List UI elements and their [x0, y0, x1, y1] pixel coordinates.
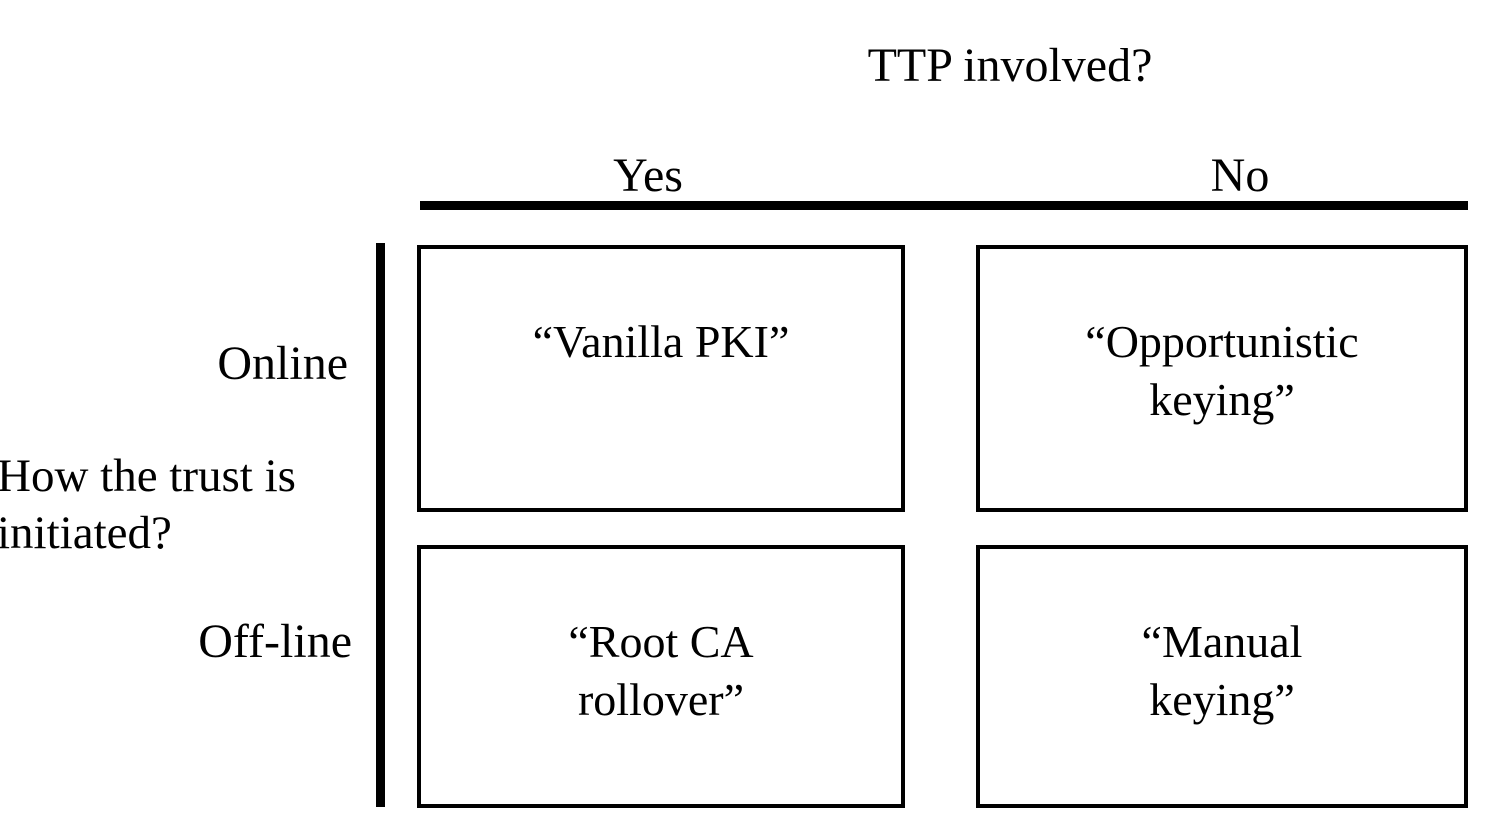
cell-opportunistic-keying-label: “Opportunistic keying” [1085, 316, 1359, 425]
row-label-online: Online [217, 337, 348, 390]
cell-opportunistic-keying: “Opportunistic keying” [976, 245, 1468, 512]
column-axis-title: TTP involved? [867, 39, 1153, 92]
cell-vanilla-pki: “Vanilla PKI” [417, 245, 905, 512]
cell-root-ca-rollover: “Root CA rollover” [417, 545, 905, 808]
cell-manual-keying-label: “Manual keying” [1141, 616, 1303, 725]
cell-vanilla-pki-label: “Vanilla PKI” [532, 316, 790, 367]
row-label-rule [376, 243, 385, 807]
cell-manual-keying: “Manual keying” [976, 545, 1468, 808]
cell-root-ca-rollover-label: “Root CA rollover” [568, 616, 754, 725]
column-header-yes: Yes [613, 149, 683, 202]
row-label-offline: Off-line [198, 615, 352, 668]
row-axis-title: How the trust is initiated? [0, 450, 296, 559]
column-header-rule [420, 201, 1468, 210]
column-header-no: No [1210, 149, 1270, 202]
